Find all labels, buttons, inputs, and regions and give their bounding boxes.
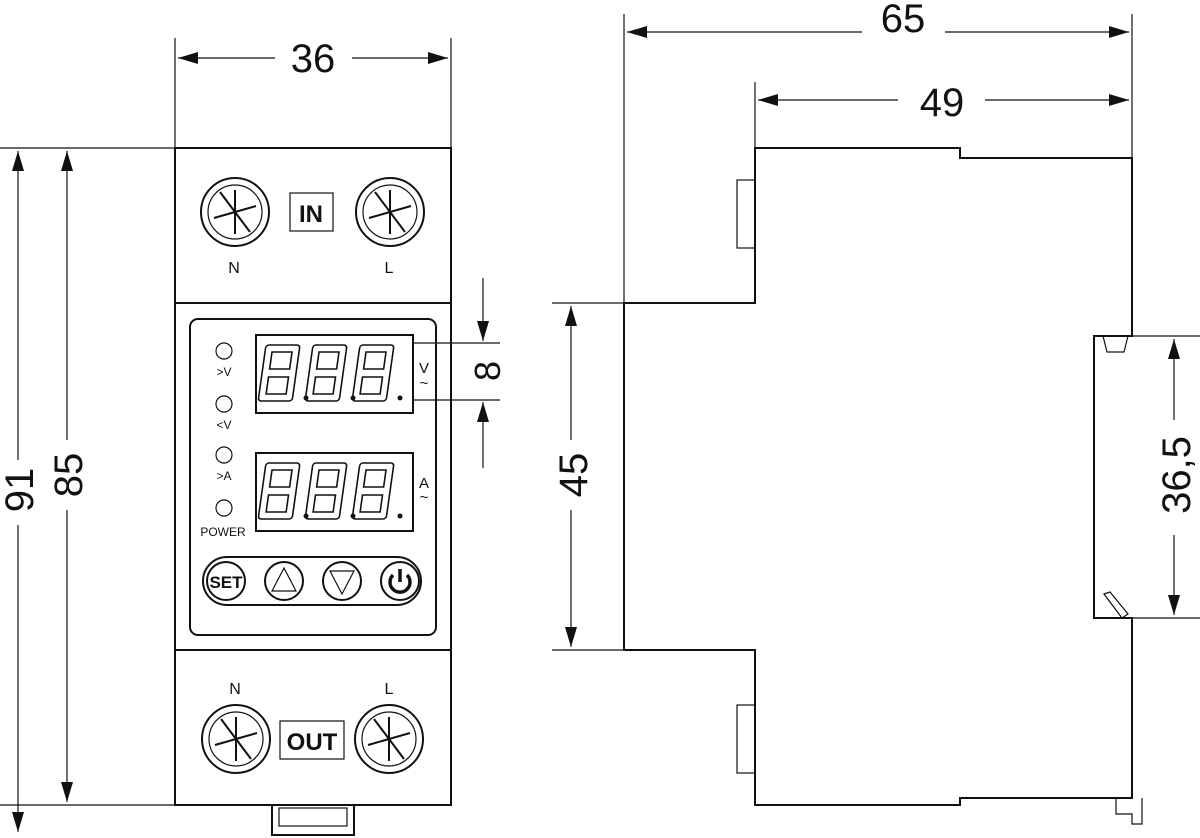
terminal-n-bottom: N: [229, 681, 241, 698]
indicator-under-voltage: <V: [216, 418, 231, 432]
terminal-l-top: L: [385, 260, 394, 277]
dim-label-65: 65: [881, 0, 926, 41]
up-triangle-icon: [271, 566, 297, 592]
side-body-outline: [623, 147, 1133, 806]
indicator-power: POWER: [200, 525, 246, 539]
dim-label-36-5: 36,5: [1155, 436, 1199, 514]
down-triangle-icon: [329, 570, 355, 596]
power-button[interactable]: [380, 561, 420, 601]
current-display: [255, 452, 414, 532]
unit-voltage: V: [419, 360, 429, 377]
voltage-display: [255, 334, 414, 414]
out-label-box: [279, 720, 345, 760]
current-digits: [257, 462, 403, 520]
ac-symbol-current: ~: [420, 489, 429, 506]
button-strip: [202, 556, 422, 606]
led-over-current: [215, 446, 233, 464]
control-panel: [189, 318, 437, 636]
dim-height-85: 85: [47, 151, 91, 802]
set-button-label: SET: [209, 573, 243, 592]
dim-label-91: 91: [0, 468, 42, 513]
dim-height-45: 45: [552, 306, 596, 647]
front-view: 36 IN N L: [0, 37, 508, 836]
screw-terminal-icon: [354, 704, 424, 774]
dim-label-49: 49: [920, 81, 965, 125]
indicator-over-current: >A: [216, 469, 231, 483]
dim-label-8: 8: [467, 361, 508, 381]
power-icon: [388, 569, 412, 594]
dim-label-85: 85: [47, 453, 91, 498]
terminal-n-top: N: [228, 260, 240, 277]
in-label-box: [289, 192, 334, 232]
down-button[interactable]: [322, 561, 362, 601]
dim-label-36: 36: [291, 37, 336, 81]
screw-terminal-icon: [201, 704, 271, 774]
dim-rail-36-5: 36,5: [1155, 339, 1199, 615]
set-button[interactable]: SET: [206, 561, 246, 601]
side-view: 65 49 45 36,5: [552, 0, 1200, 825]
ac-symbol-voltage: ~: [420, 375, 429, 392]
unit-current: A: [419, 475, 429, 492]
dim-depth-65: 65: [627, 0, 1129, 41]
dim-label-45: 45: [552, 453, 596, 498]
dim-depth-49: 49: [758, 81, 1129, 125]
led-under-voltage: [215, 395, 233, 413]
dim-width-36: 36: [178, 37, 448, 81]
screw-terminal-icon: [200, 177, 270, 247]
voltage-digits: [257, 344, 403, 402]
up-button[interactable]: [264, 561, 304, 601]
dim-display-8: 8: [467, 278, 508, 468]
in-label: IN: [299, 201, 323, 228]
terminal-bump-bottom: [736, 704, 756, 774]
terminal-bump-top: [736, 179, 756, 249]
out-label: OUT: [287, 729, 338, 756]
terminal-l-bottom: L: [385, 681, 394, 698]
led-over-voltage: [215, 342, 233, 360]
dim-height-91: 91: [0, 151, 42, 832]
din-clip-front: [271, 804, 355, 836]
indicator-over-voltage: >V: [216, 365, 231, 379]
led-power: [215, 499, 233, 517]
screw-terminal-icon: [355, 177, 425, 247]
